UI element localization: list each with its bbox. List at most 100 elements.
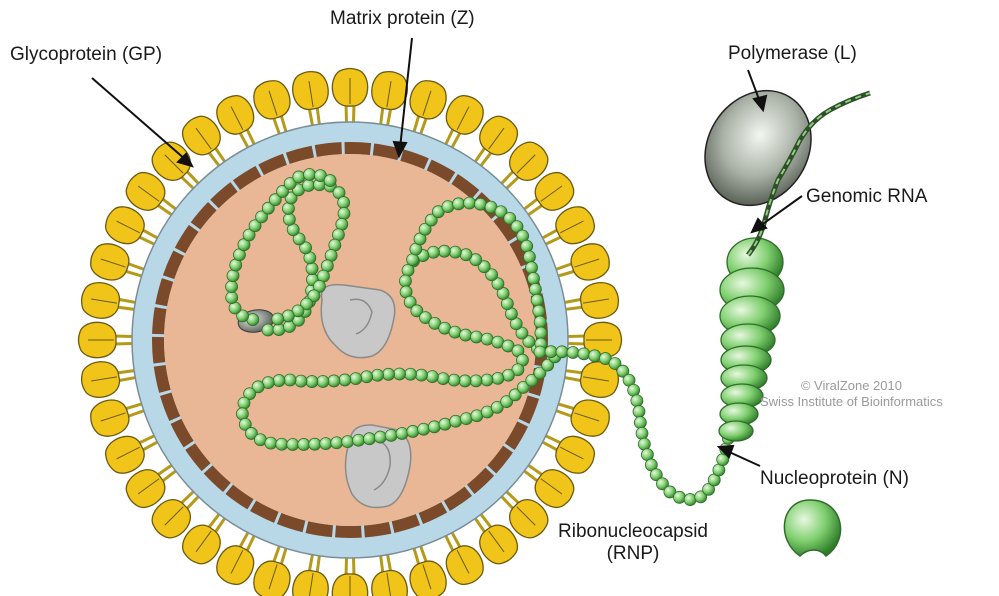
rnp-bead bbox=[529, 283, 541, 295]
label-polymerase: Polymerase (L) bbox=[728, 43, 857, 65]
rnp-bead bbox=[287, 438, 299, 450]
rnp-bead bbox=[282, 310, 294, 322]
label-glycoprotein: Glycoprotein (GP) bbox=[10, 44, 162, 66]
rnp-bead bbox=[374, 431, 386, 443]
rnp-bead bbox=[481, 374, 493, 386]
rnp-bead bbox=[361, 371, 373, 383]
rnp-bead bbox=[492, 372, 504, 384]
rnp-bead bbox=[328, 375, 340, 387]
rnp-bead bbox=[265, 437, 277, 449]
rnp-bead bbox=[338, 208, 350, 220]
rnp-bead bbox=[439, 418, 451, 430]
rnp-bead bbox=[298, 438, 310, 450]
rnp-bead bbox=[324, 175, 336, 187]
rnp-bead bbox=[535, 327, 547, 339]
rnp-bead bbox=[470, 331, 482, 343]
rnp-bead bbox=[633, 406, 645, 418]
rnp-bead bbox=[470, 375, 482, 387]
rnp-bead bbox=[383, 368, 395, 380]
rnp-bead bbox=[238, 397, 250, 409]
rnp-bead bbox=[523, 251, 535, 263]
rnp-bead bbox=[481, 333, 493, 345]
rnp-bead bbox=[449, 246, 461, 258]
rnp-bead bbox=[415, 369, 427, 381]
rnp-bead bbox=[428, 421, 440, 433]
credit-line2: Swiss Institute of Bioinformatics bbox=[760, 394, 943, 410]
rnp-bead bbox=[317, 375, 329, 387]
rnp-bead bbox=[284, 374, 296, 386]
rnp-bead bbox=[372, 369, 384, 381]
rnp-bead bbox=[634, 416, 646, 428]
rnp-bead bbox=[339, 374, 351, 386]
rnp-bead bbox=[449, 326, 461, 338]
rnp-bead bbox=[460, 249, 472, 261]
rnp-bead bbox=[459, 375, 471, 387]
rnp-bead bbox=[684, 494, 696, 506]
rnp-bead bbox=[453, 198, 465, 210]
rnp-bead bbox=[342, 436, 354, 448]
rnp-bead bbox=[405, 368, 417, 380]
rnp-bead bbox=[407, 425, 419, 437]
rnp-bead bbox=[236, 408, 248, 420]
rnp-bead bbox=[306, 263, 318, 275]
rnp-bead bbox=[528, 273, 540, 285]
rnp-bead bbox=[402, 264, 414, 276]
rnp-bead bbox=[460, 413, 472, 425]
rnp-bead bbox=[394, 368, 406, 380]
label-ribonucleocapsid: Ribonucleocapsid (RNP) bbox=[558, 521, 708, 565]
rnp-bead bbox=[293, 171, 305, 183]
rnp-bead bbox=[227, 270, 239, 282]
rnp-bead bbox=[353, 434, 365, 446]
rnp-bead bbox=[282, 202, 294, 214]
rnp-bead bbox=[226, 281, 238, 293]
label-rnp-line1: Ribonucleocapsid bbox=[558, 521, 708, 543]
rnp-bead bbox=[545, 346, 557, 358]
rnp-bead bbox=[295, 375, 307, 387]
rnp-bead bbox=[556, 346, 568, 358]
label-genomic-rna: Genomic RNA bbox=[806, 186, 927, 208]
rnp-bead bbox=[460, 329, 472, 341]
rnp-bead bbox=[502, 369, 514, 381]
rnp-bead bbox=[636, 427, 648, 439]
rnp-bead bbox=[306, 376, 318, 388]
virion bbox=[79, 69, 622, 596]
rnp-bead bbox=[521, 240, 533, 252]
rnp-bead bbox=[533, 305, 545, 317]
rnp-bead bbox=[450, 415, 462, 427]
rnp-bead bbox=[320, 438, 332, 450]
rnp-bead bbox=[385, 429, 397, 441]
rnp-bead bbox=[276, 438, 288, 450]
credit-line1: © ViralZone 2010 bbox=[760, 378, 943, 394]
rnp-bead bbox=[534, 346, 546, 358]
label-rnp-line2: (RNP) bbox=[558, 543, 708, 565]
rnp-bead bbox=[438, 245, 450, 257]
free-nucleoprotein bbox=[784, 500, 840, 556]
rnp-bead bbox=[567, 347, 579, 359]
rnp-bead bbox=[350, 373, 362, 385]
rnp-bead bbox=[338, 197, 350, 209]
rnp-bead bbox=[442, 201, 454, 213]
rnp-bead bbox=[426, 371, 438, 383]
helix-segment bbox=[719, 421, 753, 441]
label-matrix-protein: Matrix protein (Z) bbox=[330, 8, 475, 30]
rnp-bead bbox=[363, 433, 375, 445]
rnp-bead bbox=[262, 324, 274, 336]
rnp-bead bbox=[273, 375, 285, 387]
ribonucleocapsid-helix bbox=[719, 238, 784, 441]
rnp-bead bbox=[283, 213, 295, 225]
label-nucleoprotein: Nucleoprotein (N) bbox=[760, 468, 909, 490]
rnp-bead bbox=[474, 198, 486, 210]
rnp-bead bbox=[448, 374, 460, 386]
rnp-bead bbox=[534, 316, 546, 328]
rnp-bead bbox=[531, 294, 543, 306]
rnp-bead bbox=[638, 438, 650, 450]
rnp-bead bbox=[226, 292, 238, 304]
rnp-bead bbox=[303, 180, 315, 192]
rnp-bead bbox=[589, 350, 601, 362]
rnp-bead bbox=[578, 348, 590, 360]
rnp-bead bbox=[272, 313, 284, 325]
rnp-bead bbox=[418, 423, 430, 435]
rnp-bead bbox=[437, 373, 449, 385]
rnp-bead bbox=[396, 427, 408, 439]
